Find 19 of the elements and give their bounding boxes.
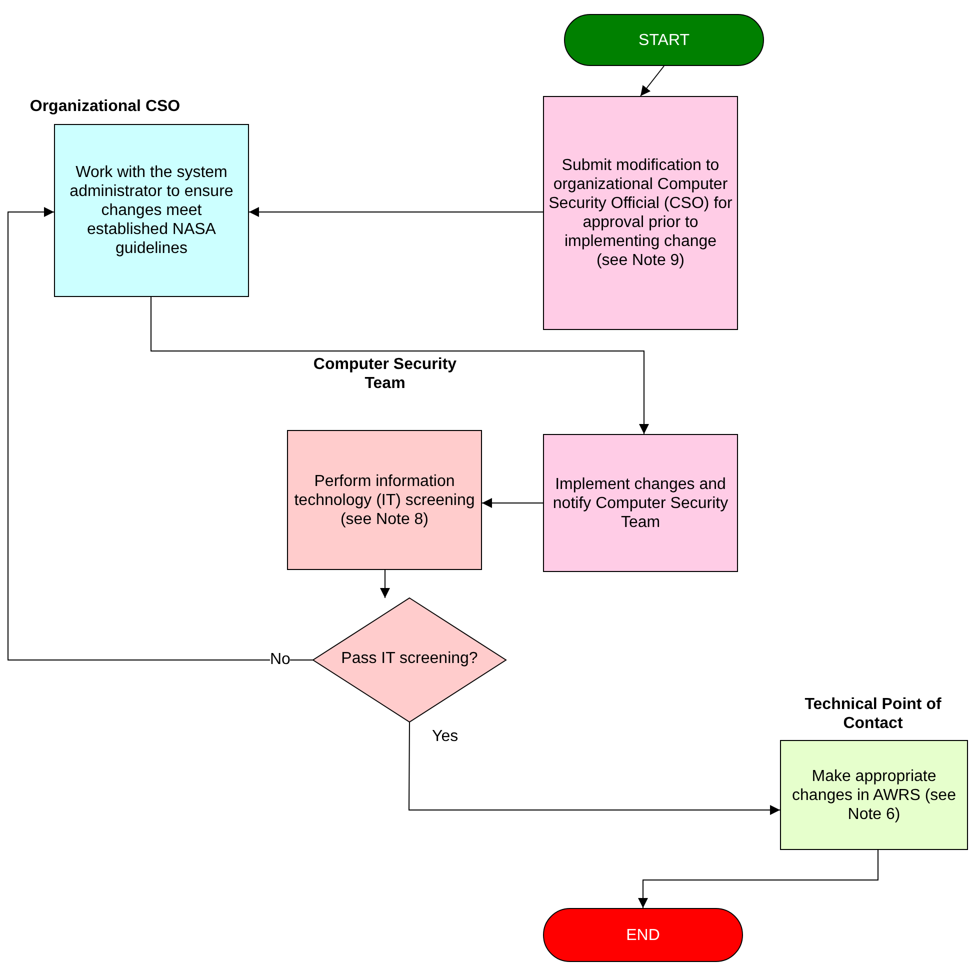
arrow [408, 722, 780, 815]
lane-heading: Computer Security Team [312, 355, 458, 393]
lane-heading: Technical Point of Contact [804, 695, 942, 733]
terminator: START [564, 14, 764, 66]
process-box: Submit modification to organizational Computer Security Official (CSO) for approval prior to implementing change (see Note 9) [543, 96, 738, 330]
terminator: END [543, 908, 743, 962]
arrow [380, 570, 390, 598]
process-box: Work with the system administrator to ensure changes meet established NASA guidelines [54, 124, 249, 297]
process-box: Implement changes and notify Computer Security Team [543, 434, 738, 572]
process-box: Make appropriate changes in AWRS (see Note 6) [780, 740, 968, 850]
arrow [248, 207, 544, 217]
process-box: Perform information technology (IT) screening (see Note 8) [287, 430, 482, 570]
arrow [638, 850, 878, 908]
arrow [482, 498, 544, 508]
arrow [8, 207, 314, 660]
arrow [640, 66, 664, 96]
lane-heading: Organizational CSO [28, 97, 182, 116]
arrow [150, 296, 649, 434]
decision-text: Pass IT screening? [340, 650, 479, 668]
